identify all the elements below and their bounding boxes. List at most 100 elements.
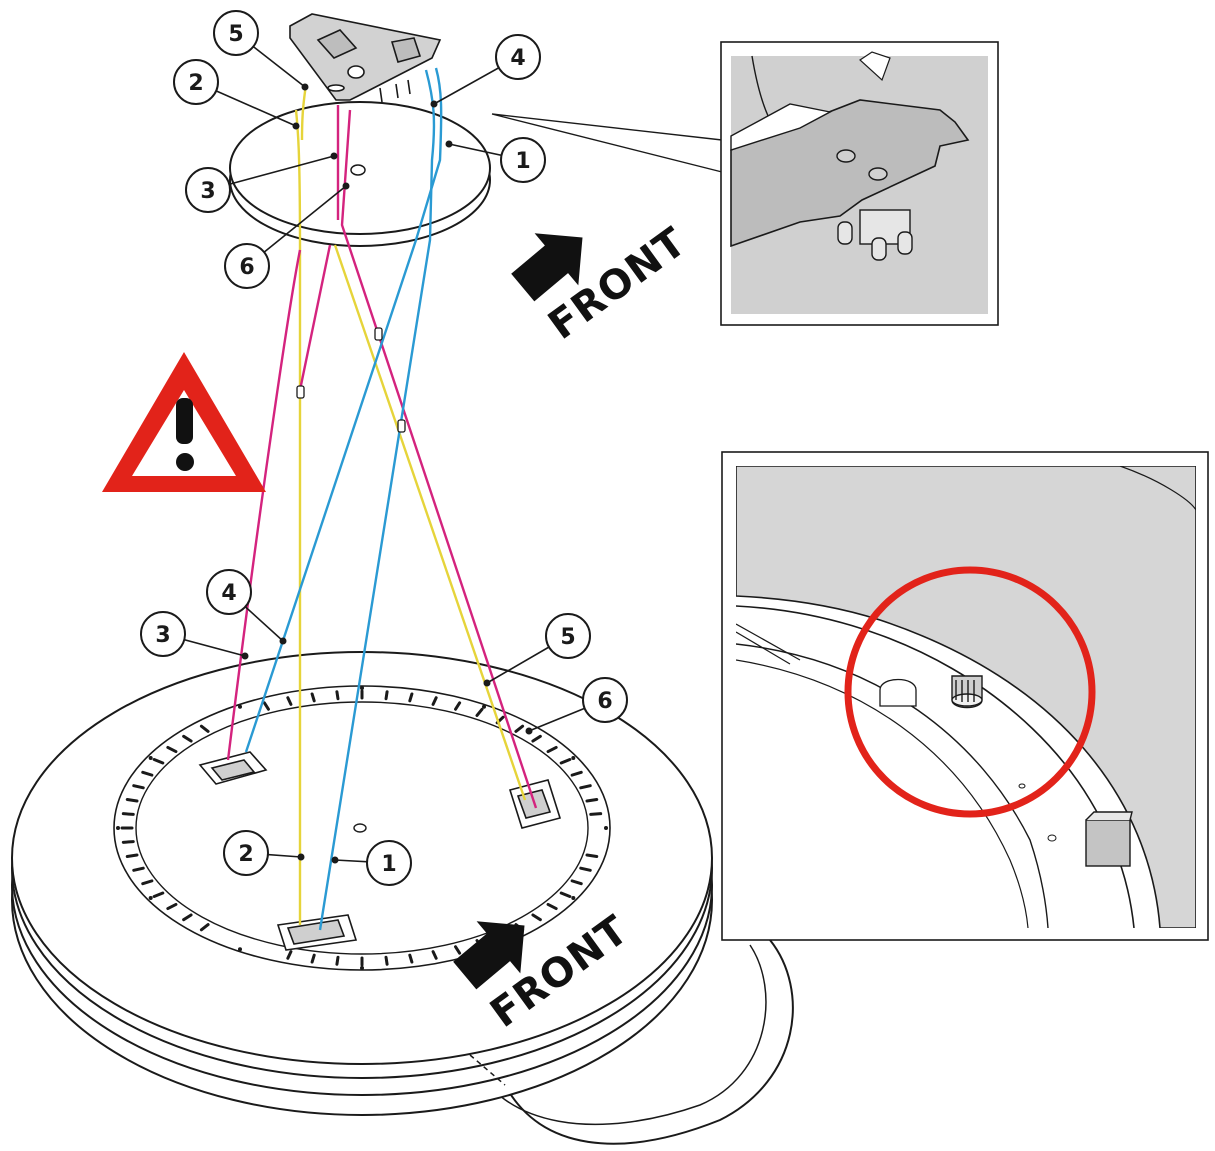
ferrule [296, 385, 305, 399]
vent-slot [475, 707, 484, 717]
detail-view-top [491, 41, 999, 326]
vent-slot [166, 902, 178, 911]
front-indicator-top: FRONT [511, 219, 695, 349]
callout-cable-2-top: 2 [173, 59, 300, 130]
callout-cable-1-top: 1 [445, 137, 546, 183]
vent-slot [121, 812, 135, 816]
vent-slot [570, 879, 583, 886]
base-inner-ring-inner [135, 701, 589, 955]
callout-bubble [223, 830, 269, 876]
base-center-hole [353, 823, 367, 833]
callout-number: 1 [515, 149, 530, 174]
vent-slot [531, 913, 542, 922]
detail-top-bracket [730, 103, 833, 151]
ring-screw-hole [604, 826, 608, 830]
vent-slot [125, 798, 139, 803]
callout-bubble [500, 137, 546, 183]
callout-number: 5 [560, 625, 575, 650]
ring-screw-hole [571, 756, 576, 760]
vent-slot [454, 945, 462, 955]
ring-screw-hole [148, 756, 153, 760]
callout-bubble [495, 34, 541, 80]
ferrule [374, 327, 383, 341]
vent-slot [152, 758, 165, 765]
callout-dot [297, 853, 305, 861]
callout-bubble [582, 677, 628, 723]
callout-dot [301, 83, 309, 91]
callout-dot [292, 122, 300, 130]
loose-cable-loop [504, 939, 794, 1145]
detail-top-hole [836, 149, 856, 163]
callout-bubble [173, 59, 219, 105]
highlight-circle [844, 566, 1096, 818]
callout-bubble [224, 243, 270, 289]
bracket-left [198, 751, 268, 785]
callout-number: 2 [188, 71, 203, 96]
callout-number: 6 [597, 689, 612, 714]
vent-slot [579, 866, 592, 872]
vent-slot [262, 701, 270, 711]
detail-bottom-rim [736, 605, 1135, 928]
vent-slot [199, 923, 210, 932]
callout-cable-6-top: 6 [224, 182, 350, 289]
callout-bubble [206, 569, 252, 615]
vent-slot [166, 745, 178, 754]
callout-cable-3-top: 3 [185, 152, 338, 213]
callout-number: 5 [228, 22, 243, 47]
vent-slot [335, 955, 340, 966]
detail-top-leader [491, 113, 723, 173]
cable-blue-4 [244, 67, 443, 753]
vent-slot [125, 853, 139, 858]
vent-slot [431, 696, 438, 706]
callout-dot [445, 140, 453, 148]
callout-cable-4-bottom: 4 [206, 569, 287, 645]
cable-yellow-5-long [333, 244, 527, 801]
warning-triangle-icon [102, 352, 266, 492]
vent-slot [141, 879, 154, 886]
vent-slot [310, 692, 316, 703]
callout-bubble [185, 167, 231, 213]
detail-top-hole [868, 167, 888, 181]
hidden-edge-dashed [469, 1054, 506, 1086]
vent-slot [310, 953, 316, 964]
callout-bubble [366, 840, 412, 886]
vent-slot [431, 950, 438, 960]
vent-slot [384, 690, 389, 701]
callout-dot [279, 637, 287, 645]
callout-cable-1-bottom: 1 [331, 840, 412, 886]
vent-slot [286, 950, 293, 960]
mounting-plate [289, 13, 442, 103]
callout-dot [331, 856, 339, 864]
callout-number: 3 [200, 179, 215, 204]
callout-dot [525, 727, 533, 735]
vent-slot [546, 902, 558, 911]
cable-magenta-6 [340, 109, 538, 809]
vent-slot [141, 770, 154, 777]
ring-screw-hole [571, 896, 576, 900]
callout-cable-6-bottom: 6 [525, 677, 628, 735]
cable-blue-1 [318, 69, 436, 931]
vent-slot [559, 758, 572, 765]
ring-screw-hole [360, 966, 364, 970]
callout-bubble [545, 613, 591, 659]
callout-bubble [213, 10, 259, 56]
callout-dot [330, 152, 338, 160]
vent-slot [454, 701, 462, 711]
vent-slot [408, 953, 414, 964]
vent-slot [152, 891, 165, 898]
vent-slot [132, 866, 145, 872]
ring-screw-hole [360, 686, 364, 690]
callout-number: 4 [510, 46, 525, 71]
front-arrow-icon [511, 233, 583, 302]
vent-slot [585, 853, 599, 858]
ring-screw-hole [238, 947, 242, 952]
cable-magenta-link [298, 244, 332, 391]
vent-slot [132, 784, 145, 790]
detail-bottom-block [1085, 811, 1133, 867]
detail-bottom-canopy [736, 466, 1196, 928]
ferrule [397, 419, 406, 433]
callout-dot [430, 100, 438, 108]
vent-slot [585, 798, 599, 803]
callout-number: 6 [239, 255, 254, 280]
